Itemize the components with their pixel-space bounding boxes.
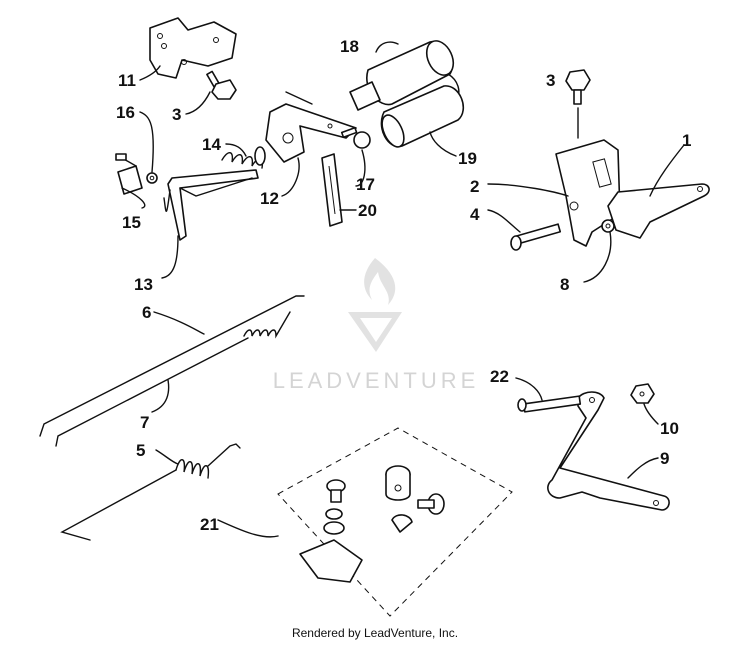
- callout-12: 12: [260, 189, 279, 208]
- callout-3-left: 3: [172, 105, 181, 124]
- kit-lockwasher: [325, 508, 343, 520]
- kit-clamp: [299, 539, 363, 583]
- kit-clip: [391, 514, 413, 533]
- part-15-plate: [115, 153, 143, 195]
- callout-6: 6: [142, 303, 151, 322]
- part-5-spring-rod: [60, 443, 241, 541]
- kit-washer: [323, 521, 345, 535]
- callout-17: 17: [356, 175, 375, 194]
- watermark: LEADVENTURE: [273, 258, 480, 393]
- callout-8: 8: [560, 275, 569, 294]
- footer-credit: Rendered by LeadVenture, Inc.: [291, 626, 459, 640]
- callout-15: 15: [122, 213, 141, 232]
- part-11-bracket: [149, 17, 237, 79]
- callout-2: 2: [470, 177, 479, 196]
- part-13-lever: [167, 169, 259, 241]
- leader-lines: [121, 41, 685, 538]
- callout-4: 4: [470, 205, 480, 224]
- part-16-washer: [146, 172, 158, 184]
- callout-9: 9: [660, 449, 669, 468]
- part-20-link: [321, 153, 343, 227]
- part-9-lever: [547, 391, 670, 511]
- part-8-washer: [601, 219, 615, 233]
- watermark-text: LEADVENTURE: [273, 368, 480, 393]
- part-4-bolt: [510, 223, 562, 251]
- callout-1: 1: [682, 131, 691, 150]
- part-19-sleeve: [380, 85, 464, 148]
- kit-nut: [385, 465, 411, 501]
- watermark-v-icon: [348, 312, 402, 352]
- part-1-arm: [607, 183, 710, 239]
- callout-20: 20: [358, 201, 377, 220]
- part-3-bolt-right: [565, 69, 591, 139]
- callout-19: 19: [458, 149, 477, 168]
- part-6-rod: [39, 295, 305, 437]
- part-17-screw: [340, 126, 371, 149]
- callout-18: 18: [340, 37, 359, 56]
- watermark-flame-icon: [364, 258, 396, 305]
- part-22-bolt: [517, 395, 582, 413]
- part-21-kit: [277, 427, 513, 617]
- part-3-bolt-left: [206, 70, 237, 100]
- part-14-spring: [221, 146, 266, 169]
- callout-22: 22: [490, 367, 509, 386]
- part-12-bracket: [265, 91, 357, 163]
- part-18-solenoid: [349, 40, 460, 111]
- callouts: 11 3 16 14 15 13 12 17 20 18 19 3 1 2 4 …: [116, 37, 691, 534]
- kit-screw: [326, 479, 346, 503]
- callout-16: 16: [116, 103, 135, 122]
- callout-5: 5: [136, 441, 145, 460]
- callout-11: 11: [118, 71, 136, 90]
- kit-screw-2: [417, 493, 445, 515]
- part-10-nut: [630, 383, 655, 404]
- callout-14: 14: [202, 135, 221, 154]
- callout-21: 21: [200, 515, 219, 534]
- callout-10: 10: [660, 419, 679, 438]
- callout-7: 7: [140, 413, 149, 432]
- callout-3-right: 3: [546, 71, 555, 90]
- part-7-rod: [55, 311, 291, 447]
- part-2-bracket: [555, 139, 621, 247]
- callout-13: 13: [134, 275, 153, 294]
